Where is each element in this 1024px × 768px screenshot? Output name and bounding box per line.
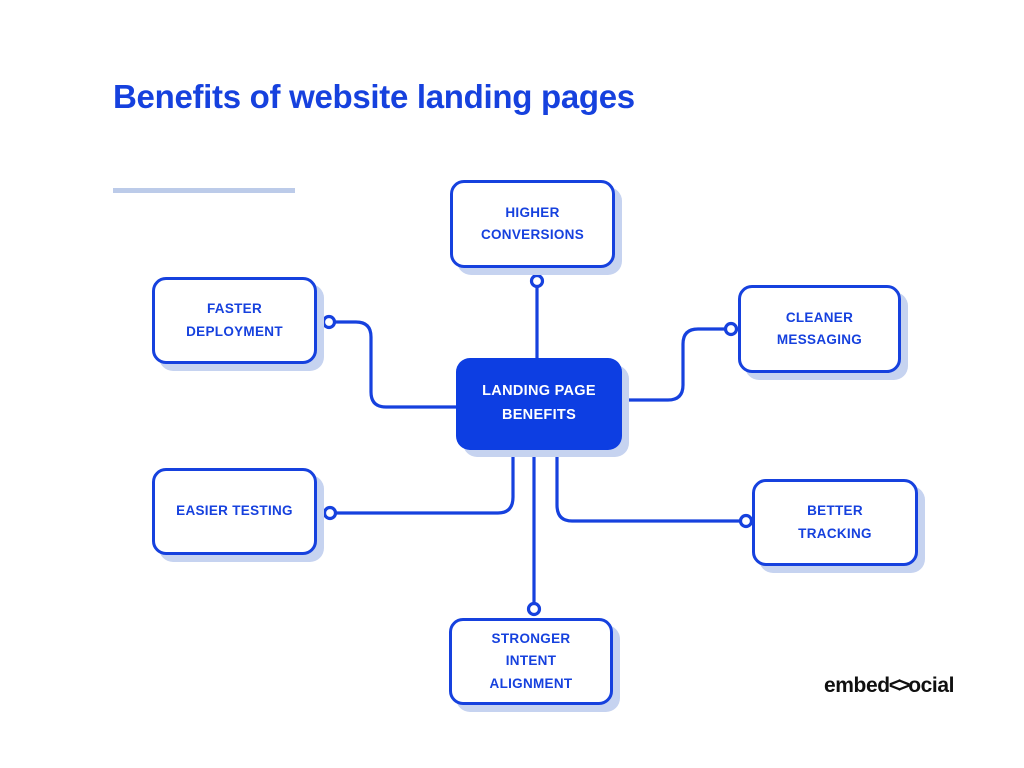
connector-dot-upper-right: [723, 321, 739, 337]
page-title: Benefits of website landing pages: [113, 78, 635, 115]
central-node-label: LANDING PAGE BENEFITS: [482, 383, 596, 423]
embedsocial-logo: embed<>ocial: [824, 674, 954, 698]
node-label: FASTER DEPLOYMENT: [186, 301, 283, 339]
connector-dot-lower-left: [322, 505, 338, 521]
node-landing-page-benefits: LANDING PAGE BENEFITS: [456, 358, 622, 450]
connector-dot-bottom: [526, 601, 542, 617]
node-cleaner-messaging: CLEANER MESSAGING: [738, 285, 901, 373]
node-easier-testing: EASIER TESTING: [152, 468, 317, 555]
logo-text-prefix: embed: [824, 674, 890, 697]
logo-text-suffix: ocial: [908, 674, 955, 697]
connector-lower-right-line: [555, 448, 741, 523]
node-label: STRONGER INTENT ALIGNMENT: [489, 631, 573, 691]
logo-brackets-icon: <>: [888, 674, 910, 697]
node-label: EASIER TESTING: [176, 503, 293, 519]
connector-dot-upper-left: [321, 314, 337, 330]
node-label: HIGHER CONVERSIONS: [480, 204, 585, 242]
connector-upper-left-line: [334, 320, 458, 409]
node-stronger-intent-alignment: STRONGER INTENT ALIGNMENT: [449, 618, 613, 705]
node-faster-deployment: FASTER DEPLOYMENT: [152, 277, 317, 364]
node-label: BETTER TRACKING: [798, 503, 872, 541]
node-higher-conversions: HIGHER CONVERSIONS: [450, 180, 615, 268]
connector-upper-right-line: [620, 327, 726, 402]
node-label: CLEANER MESSAGING: [776, 309, 863, 347]
node-better-tracking: BETTER TRACKING: [752, 479, 918, 566]
connector-lower-left-line: [335, 448, 515, 515]
connector-dot-lower-right: [738, 513, 754, 529]
title-underline-divider: [113, 188, 295, 193]
connector-dot-top: [529, 273, 545, 289]
